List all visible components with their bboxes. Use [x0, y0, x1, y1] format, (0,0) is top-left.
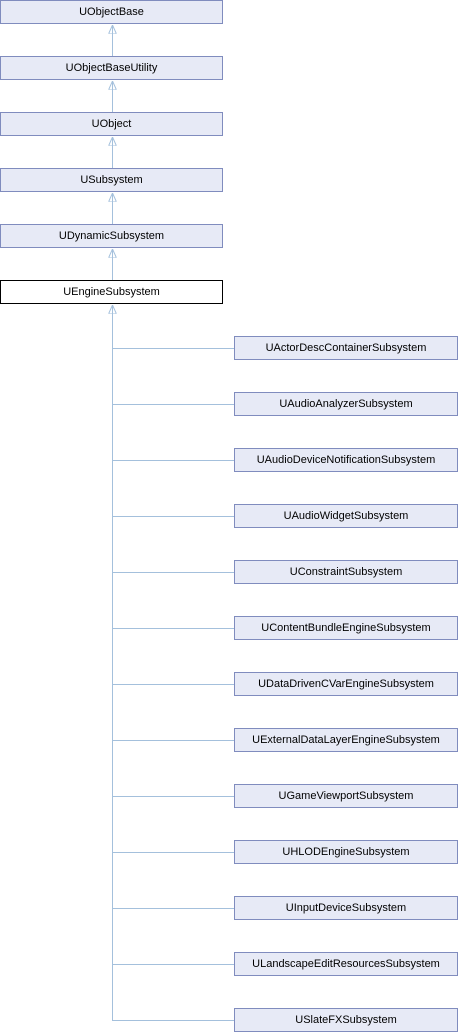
class-node-usubsystem[interactable]: USubsystem — [0, 168, 223, 192]
class-node-uobjectbase[interactable]: UObjectBase — [0, 0, 223, 24]
derived-class-node[interactable]: UAudioAnalyzerSubsystem — [234, 392, 458, 416]
derived-class-node[interactable]: UHLODEngineSubsystem — [234, 840, 458, 864]
derived-class-node[interactable]: UContentBundleEngineSubsystem — [234, 616, 458, 640]
current-class-node: UEngineSubsystem — [0, 280, 223, 304]
derived-class-node[interactable]: UGameViewportSubsystem — [234, 784, 458, 808]
derived-class-node[interactable]: UExternalDataLayerEngineSubsystem — [234, 728, 458, 752]
derived-class-node[interactable]: ULandscapeEditResourcesSubsystem — [234, 952, 458, 976]
derived-class-node[interactable]: UAudioWidgetSubsystem — [234, 504, 458, 528]
class-node-uobjectbaseutility[interactable]: UObjectBaseUtility — [0, 56, 223, 80]
class-node-udynamicsubsystem[interactable]: UDynamicSubsystem — [0, 224, 223, 248]
derived-class-node[interactable]: UAudioDeviceNotificationSubsystem — [234, 448, 458, 472]
class-node-uobject[interactable]: UObject — [0, 112, 223, 136]
derived-class-node[interactable]: UDataDrivenCVarEngineSubsystem — [234, 672, 458, 696]
derived-class-node[interactable]: UInputDeviceSubsystem — [234, 896, 458, 920]
derived-class-node[interactable]: UConstraintSubsystem — [234, 560, 458, 584]
derived-class-node[interactable]: USlateFXSubsystem — [234, 1008, 458, 1032]
derived-class-node[interactable]: UActorDescContainerSubsystem — [234, 336, 458, 360]
